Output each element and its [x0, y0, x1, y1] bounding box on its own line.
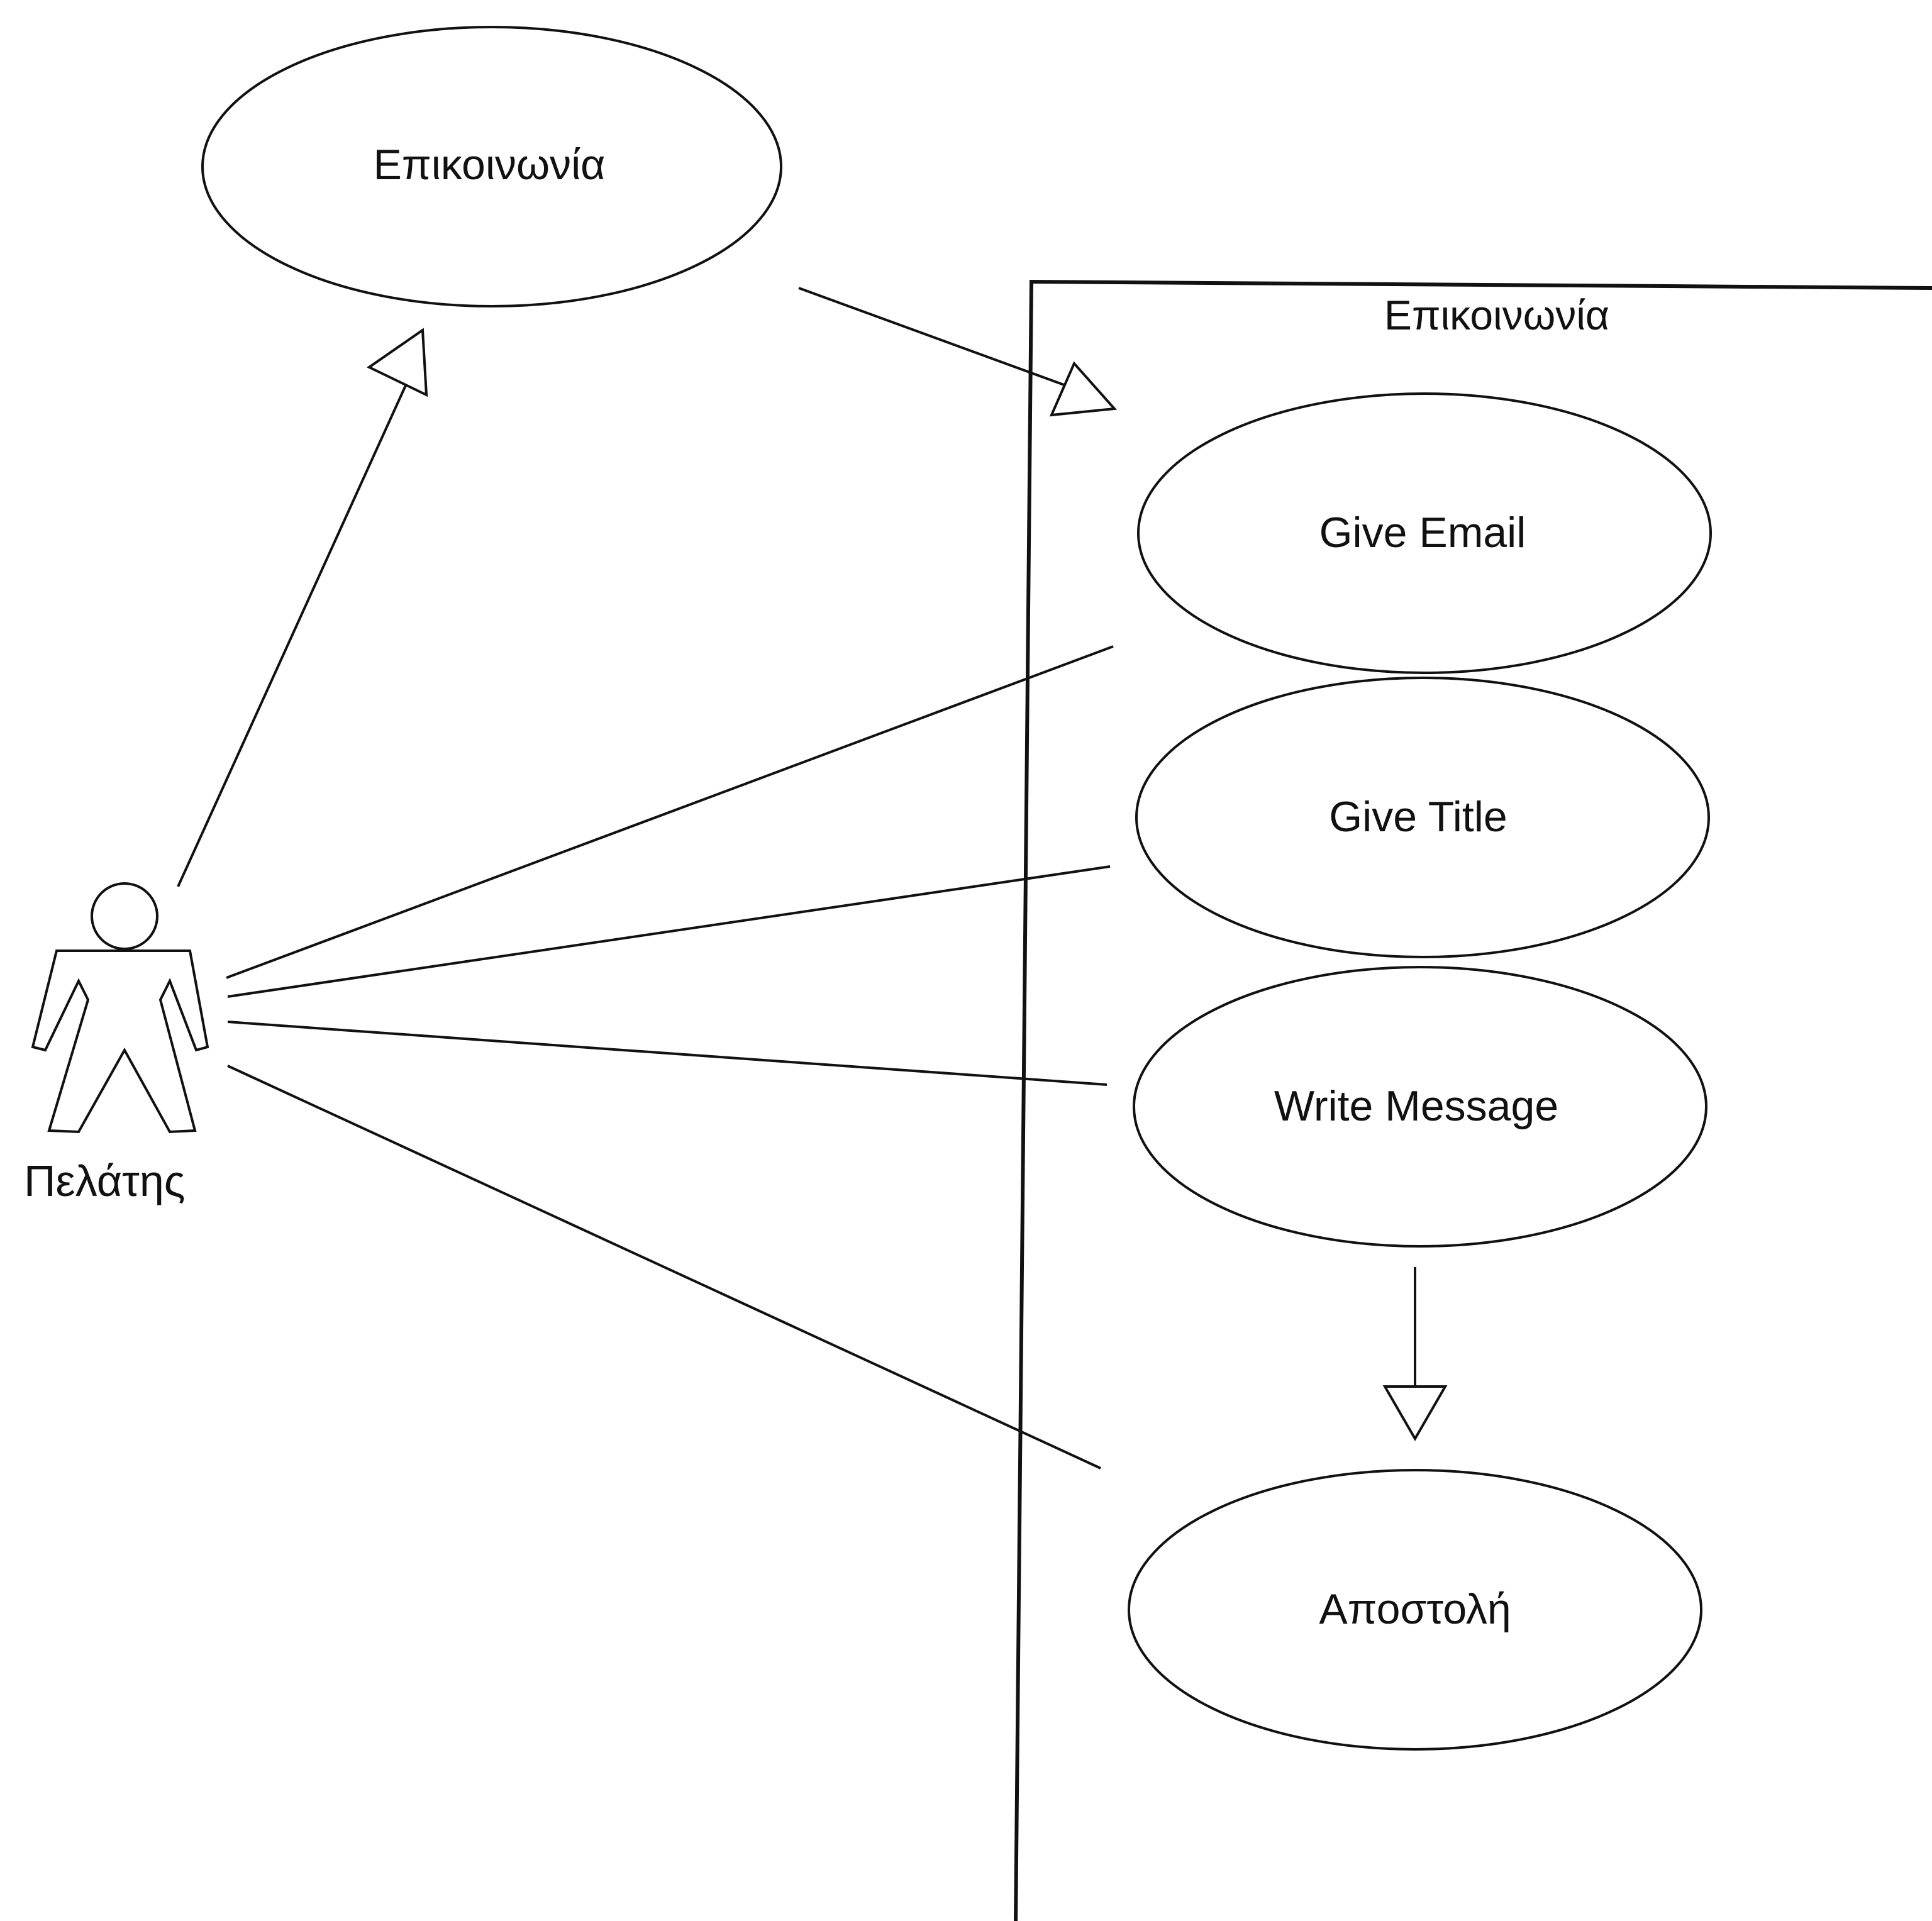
use-case-send-ellipse: [1128, 1469, 1702, 1751]
system-boundary: [1014, 279, 1932, 1921]
association-give-title: [227, 865, 1111, 998]
association-give-email: [226, 645, 1114, 979]
actor-figure: [31, 882, 209, 1134]
use-case-give-title-label: Give Title: [1329, 793, 1507, 841]
use-case-parent-label: Επικοινωνία: [374, 141, 606, 189]
use-case-give-email-label: Give Email: [1319, 509, 1526, 556]
use-case-write-message-label: Write Message: [1274, 1082, 1558, 1130]
generalization-arrowhead-system: [1049, 361, 1118, 417]
association-send: [227, 1065, 1101, 1470]
use-case-give-email-ellipse: [1137, 392, 1712, 674]
generalization-actor-to-parent: [177, 378, 410, 887]
system-boundary-label: Επικοινωνία: [1384, 292, 1609, 338]
use-case-parent-ellipse: [201, 26, 782, 307]
use-case-send-label: Αποστολή: [1319, 1585, 1511, 1633]
actor-head: [91, 882, 158, 950]
generalization-arrowhead-parent: [367, 328, 428, 397]
generalization-arrowhead-send: [1382, 1385, 1448, 1441]
association-write-message: [227, 1021, 1108, 1086]
generalization-parent-to-system: [798, 287, 1070, 388]
actor-body: [31, 949, 209, 1134]
use-case-write-message-ellipse: [1133, 966, 1707, 1248]
actor-label: Πελάτης: [24, 1156, 185, 1205]
use-case-give-title-ellipse: [1135, 677, 1710, 958]
